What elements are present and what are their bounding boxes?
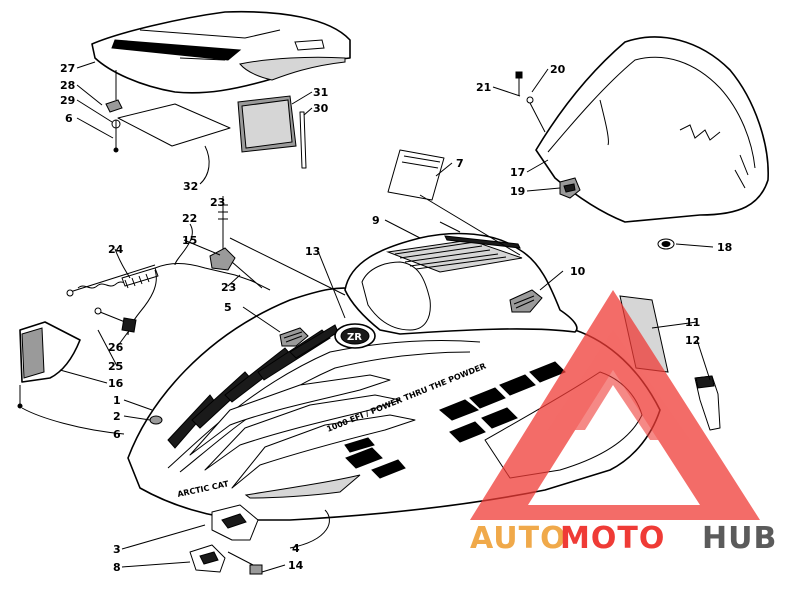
mud-flap-assembly xyxy=(17,321,81,409)
intake-channels xyxy=(167,324,481,489)
callout-28: 28 xyxy=(60,79,75,92)
lower-bracket-8 xyxy=(189,544,263,575)
windshield-assembly xyxy=(515,36,769,250)
callout-25: 25 xyxy=(108,360,123,373)
cable-spring-assembly xyxy=(66,263,256,336)
watermark-word-auto: AUTO xyxy=(470,521,567,556)
top-vent-grille xyxy=(386,235,523,273)
strap xyxy=(299,111,307,169)
callout-32: 32 xyxy=(183,180,198,193)
callout-6b: 6 xyxy=(113,428,121,441)
left-vent-grille xyxy=(279,327,309,347)
callout-14: 14 xyxy=(288,559,304,572)
watermark xyxy=(470,290,760,520)
rivet-26 xyxy=(94,307,137,333)
callout-23a: 23 xyxy=(210,196,225,209)
right-vent-grille xyxy=(509,289,543,313)
watermark-word-hub: HUB xyxy=(702,521,777,556)
storage-pad xyxy=(117,103,231,147)
windshield-screw xyxy=(515,71,581,199)
callout-19: 19 xyxy=(510,185,525,198)
callout-8: 8 xyxy=(113,561,121,574)
callout-15: 15 xyxy=(182,234,197,247)
leader-lines xyxy=(21,61,714,573)
lid-fastener xyxy=(105,70,123,153)
watermark-word-moto: MOTO xyxy=(560,521,665,556)
callout-16: 16 xyxy=(108,377,124,390)
callout-3: 3 xyxy=(113,543,121,556)
watermark-triangle xyxy=(470,290,760,520)
callout-21: 21 xyxy=(476,81,491,94)
callout-6a: 6 xyxy=(65,112,73,125)
callout-numbers: 27 28 29 6 32 31 30 7 9 13 10 11 12 18 2… xyxy=(60,62,732,574)
callout-17: 17 xyxy=(510,166,525,179)
callout-10: 10 xyxy=(570,265,586,278)
callout-24: 24 xyxy=(108,243,124,256)
callout-26: 26 xyxy=(108,341,124,354)
callout-27: 27 xyxy=(60,62,75,75)
callout-7: 7 xyxy=(456,157,464,170)
checkered-decal xyxy=(344,361,566,479)
hood-badge: ZR xyxy=(334,323,376,349)
callout-20: 20 xyxy=(550,63,566,76)
callout-4: 4 xyxy=(292,542,300,555)
badge-text: ZR xyxy=(347,332,362,343)
headlight-opening xyxy=(361,261,431,331)
callout-22: 22 xyxy=(182,212,197,225)
callout-12: 12 xyxy=(685,334,700,347)
storage-lid-assembly xyxy=(91,10,351,169)
callout-31: 31 xyxy=(313,86,328,99)
callout-9: 9 xyxy=(372,214,380,227)
callout-1: 1 xyxy=(113,394,121,407)
callout-11: 11 xyxy=(685,316,700,329)
callout-23b: 23 xyxy=(221,281,236,294)
callout-18: 18 xyxy=(717,241,732,254)
watermark-text: AUTO MOTO HUB xyxy=(470,521,777,556)
callout-5: 5 xyxy=(224,301,232,314)
lower-nose-panel xyxy=(244,474,361,499)
callout-29: 29 xyxy=(60,94,75,107)
windshield xyxy=(535,36,769,223)
callout-13: 13 xyxy=(305,245,320,258)
hood-pin xyxy=(149,415,163,425)
callout-2: 2 xyxy=(113,410,121,423)
callout-30: 30 xyxy=(313,102,329,115)
